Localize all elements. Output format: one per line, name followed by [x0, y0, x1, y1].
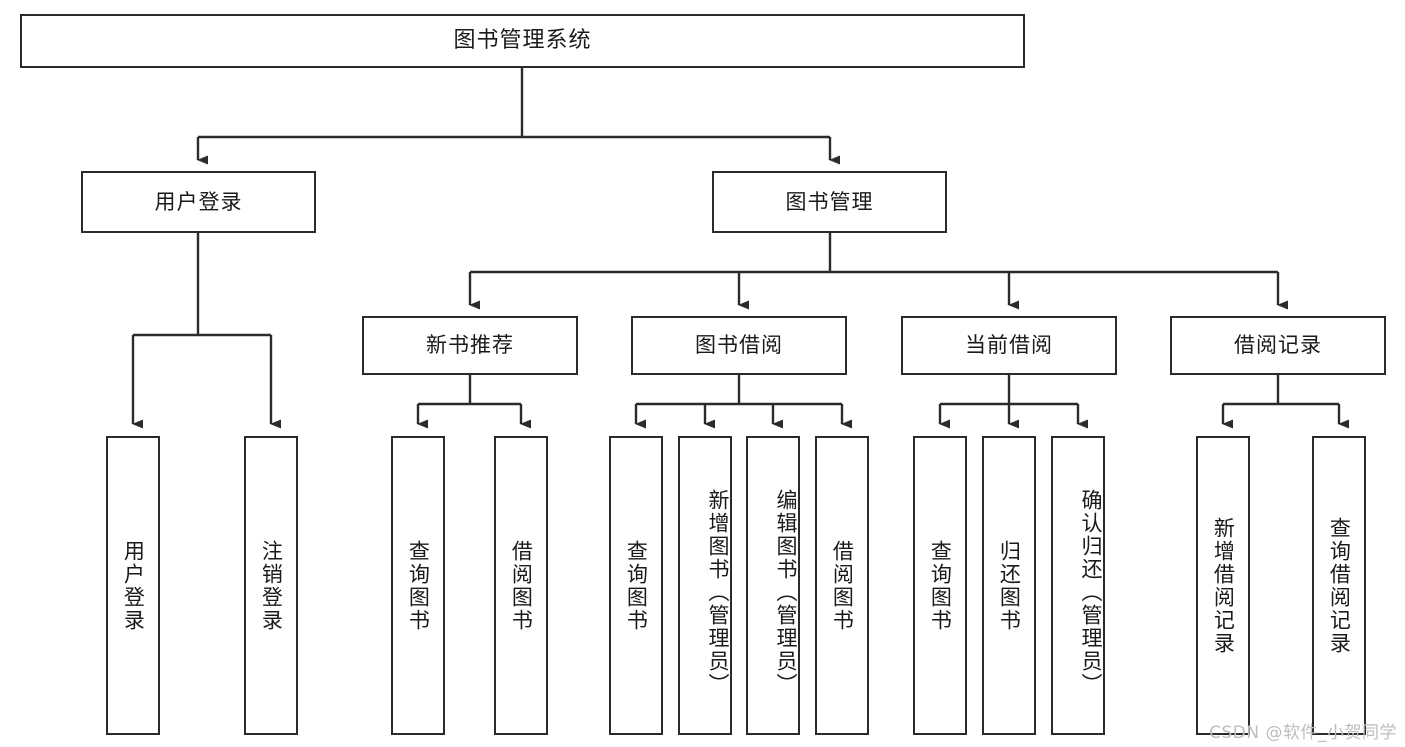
leaf-recommend-borrow-book[interactable]: 借阅图书 [494, 436, 548, 735]
leaf-borrow-edit-book-admin[interactable]: 编辑图书（管理员） [746, 436, 800, 735]
leaf-current-return-book[interactable]: 归还图书 [982, 436, 1036, 735]
node-user-login[interactable]: 用户登录 [81, 171, 316, 233]
leaf-borrow-borrow-book[interactable]: 借阅图书 [815, 436, 869, 735]
leaf-recommend-query-book[interactable]: 查询图书 [391, 436, 445, 735]
leaf-record-add-borrow-record[interactable]: 新增借阅记录 [1196, 436, 1250, 735]
csdn-watermark: CSDN @软件_小贺同学 [1209, 723, 1397, 743]
leaf-current-query-book[interactable]: 查询图书 [913, 436, 967, 735]
node-new-book-recommend[interactable]: 新书推荐 [362, 316, 578, 375]
node-borrow-record[interactable]: 借阅记录 [1170, 316, 1386, 375]
leaf-record-query-borrow-record[interactable]: 查询借阅记录 [1312, 436, 1366, 735]
node-book-borrow[interactable]: 图书借阅 [631, 316, 847, 375]
leaf-current-confirm-return-admin[interactable]: 确认归还（管理员） [1051, 436, 1105, 735]
leaf-user-login[interactable]: 用户登录 [106, 436, 160, 735]
node-root-system[interactable]: 图书管理系统 [20, 14, 1025, 68]
leaf-borrow-add-book-admin[interactable]: 新增图书（管理员） [678, 436, 732, 735]
leaf-user-logout[interactable]: 注销登录 [244, 436, 298, 735]
leaf-borrow-query-book[interactable]: 查询图书 [609, 436, 663, 735]
node-book-management[interactable]: 图书管理 [712, 171, 947, 233]
node-current-borrow[interactable]: 当前借阅 [901, 316, 1117, 375]
